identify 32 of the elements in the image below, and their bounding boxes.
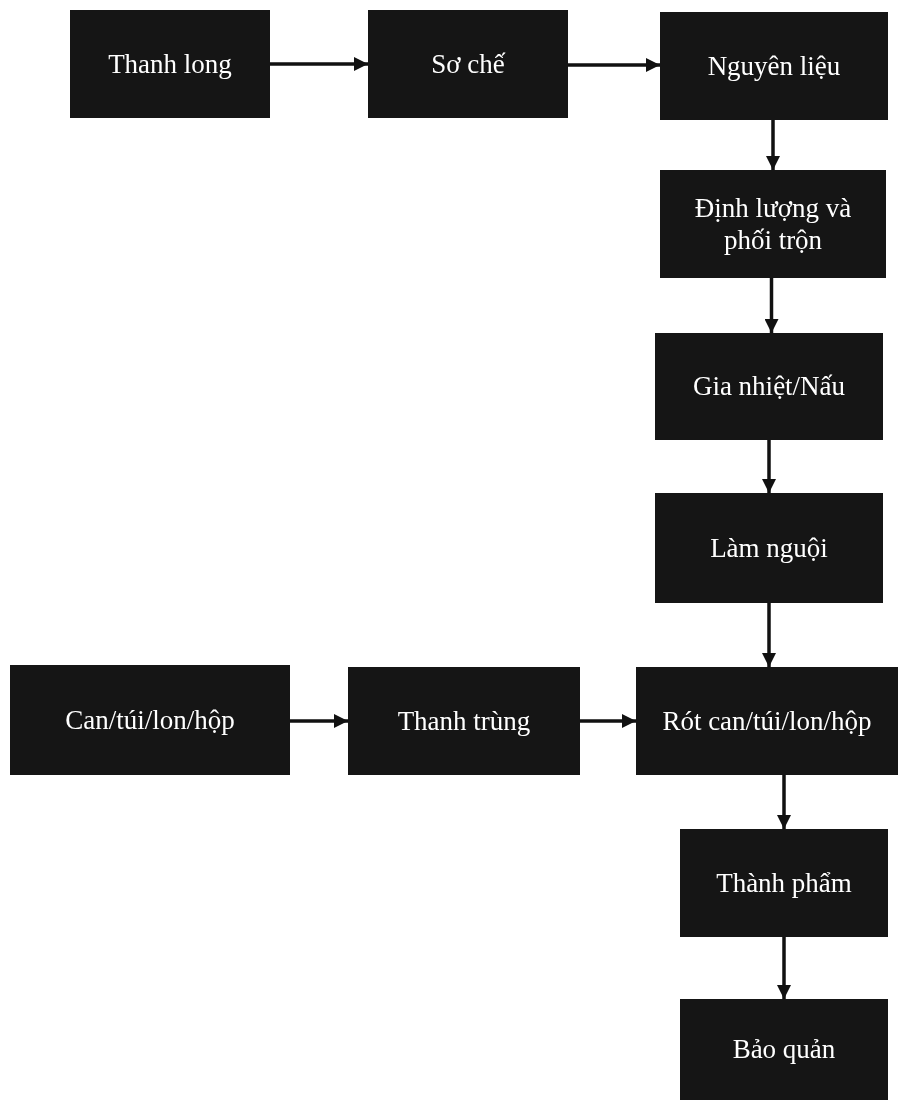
step-label: Can/túi/lon/hộp [65,703,235,737]
process-box [660,12,888,120]
step-label: Làm nguội [710,531,828,565]
process-box [368,10,568,118]
step-label: Bảo quản [732,1033,836,1066]
process-box [655,493,883,603]
arrow [764,278,779,333]
step-label: Nguyên liệu [707,49,841,83]
arrow [568,58,660,72]
step-label: Thành phẩm [716,866,852,900]
process-box [348,667,580,775]
step-label: Định lượng và phối trộn [693,191,853,257]
arrow [762,603,776,667]
arrow [580,714,636,728]
process-box [655,333,883,440]
arrow [766,120,780,170]
arrow [762,440,776,493]
step-label: Thanh long [108,47,232,81]
process-box [660,170,886,278]
process-box [636,667,898,775]
arrow [777,937,791,999]
step-label: Gia nhiệt/Nấu [692,370,846,403]
process-box [10,665,290,775]
arrow [290,714,348,728]
step-label: Sơ chế [431,47,505,81]
process-box [680,829,888,937]
step-label: Thanh trùng [397,704,531,738]
step-label: Rót can/túi/lon/hộp [662,704,872,738]
process-box [680,999,888,1100]
process-box [70,10,270,118]
arrow [777,775,791,829]
arrow [270,57,368,71]
